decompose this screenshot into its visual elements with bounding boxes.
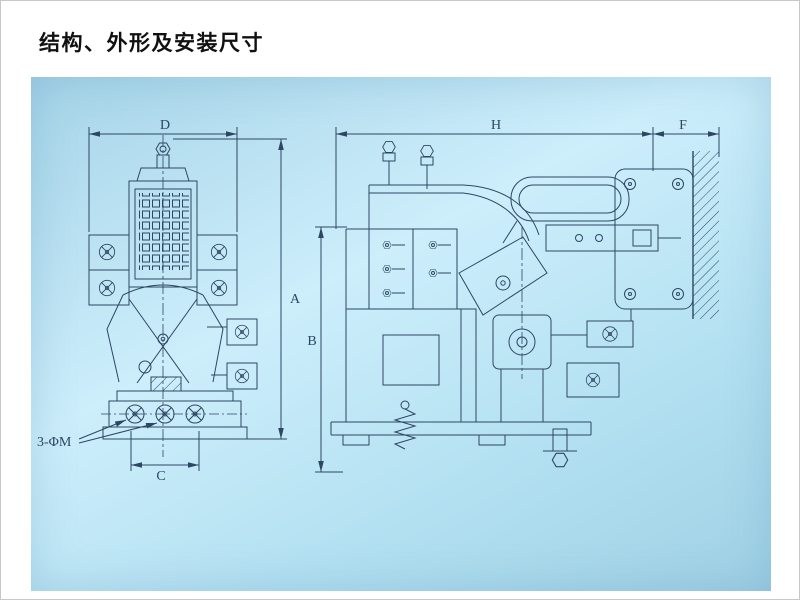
wall-section bbox=[692, 151, 719, 319]
armature bbox=[458, 220, 548, 316]
right-terminals bbox=[196, 234, 238, 306]
linkage bbox=[106, 284, 224, 384]
coil bbox=[492, 227, 552, 422]
dim-d: D bbox=[88, 118, 238, 232]
spring bbox=[393, 400, 417, 450]
page-title: 结构、外形及安装尺寸 bbox=[39, 31, 264, 55]
dim-label-d: D bbox=[160, 118, 170, 133]
lower-brackets bbox=[551, 309, 634, 398]
side-view: H F B bbox=[307, 118, 720, 473]
dim-label-a: A bbox=[290, 292, 301, 307]
dim-label-c: C bbox=[156, 469, 165, 484]
base-rail bbox=[330, 421, 592, 468]
dim-b: B bbox=[307, 226, 347, 473]
dim-h: H bbox=[335, 118, 654, 229]
front-view: D A C bbox=[37, 118, 301, 484]
left-terminals bbox=[88, 234, 130, 306]
arc-chute bbox=[128, 180, 198, 288]
dim-a: A bbox=[173, 138, 301, 440]
dim-label-f: F bbox=[679, 118, 687, 133]
blueprint-panel: D A C bbox=[31, 77, 771, 591]
terminal-block bbox=[368, 228, 458, 310]
mounting-base bbox=[101, 376, 248, 440]
dim-label-b: B bbox=[307, 334, 316, 349]
mounting-label: 3-ΦM bbox=[37, 435, 72, 450]
mounting-note: 3-ΦM bbox=[37, 419, 158, 450]
technical-drawing: D A C bbox=[37, 118, 720, 484]
connector-bar bbox=[545, 224, 681, 252]
dim-c: C bbox=[130, 431, 200, 484]
mounting-plate bbox=[614, 168, 694, 310]
top-bolts bbox=[368, 141, 540, 242]
aux-screws bbox=[207, 318, 258, 390]
dim-label-h: H bbox=[491, 118, 501, 133]
